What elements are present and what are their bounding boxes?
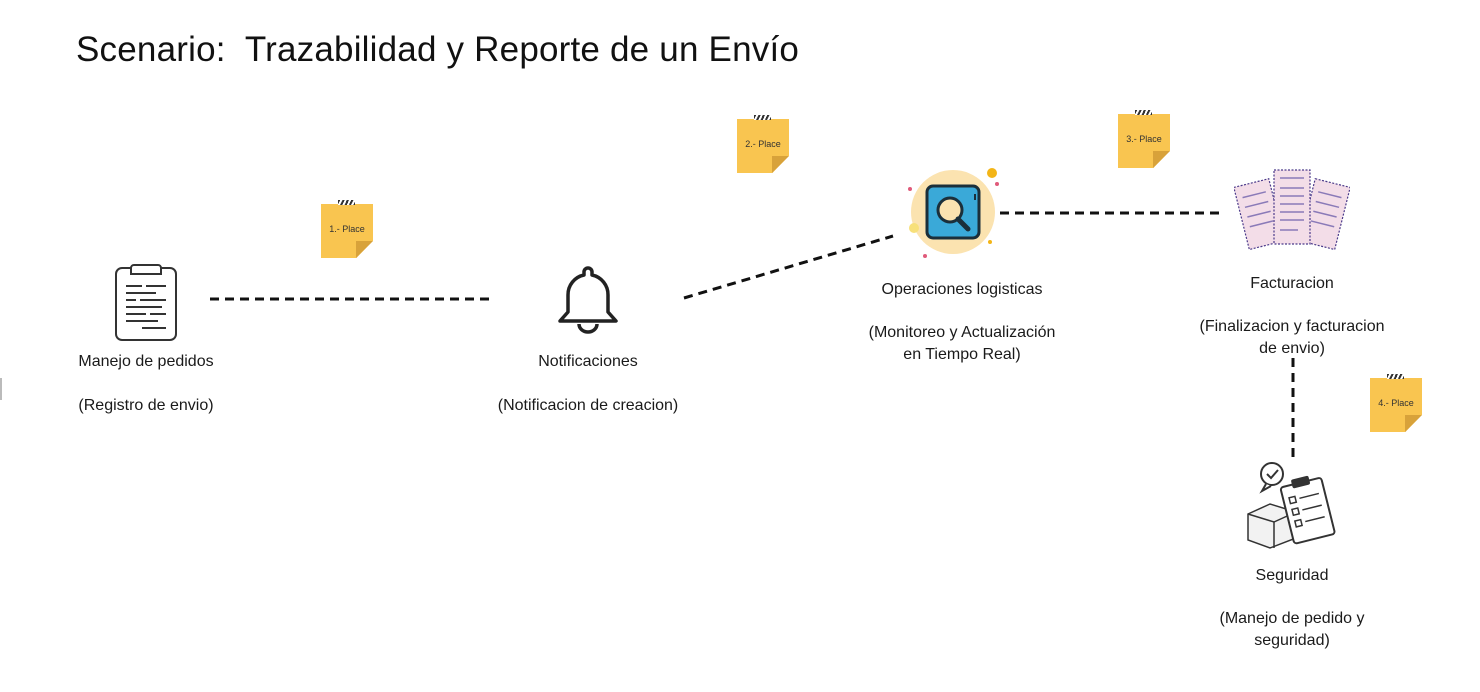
node-seguridad-title: Seguridad xyxy=(1255,567,1329,584)
node-manejo-title: Manejo de pedidos xyxy=(78,353,214,370)
sticky-note-3-text: 3.- Place xyxy=(1126,134,1162,144)
node-notificaciones-title: Notificaciones xyxy=(538,353,638,370)
node-operaciones-detail-1: (Monitoreo y Actualización xyxy=(868,324,1056,341)
sticky-note-1-text: 1.- Place xyxy=(329,224,365,234)
page-title: Scenario: Trazabilidad y Reporte de un E… xyxy=(76,30,800,69)
node-facturacion-detail-1: (Finalizacion y facturacion xyxy=(1199,318,1385,335)
node-seguridad-detail-1: (Manejo de pedido y xyxy=(1219,610,1365,627)
node-facturacion-title: Facturacion xyxy=(1250,275,1334,292)
sticky-note-4[interactable]: 4.- Place xyxy=(1370,374,1422,432)
node-manejo-detail: (Registro de envio) xyxy=(78,397,214,414)
sticky-note-2[interactable]: 2.- Place xyxy=(737,115,789,173)
node-notificaciones-detail: (Notificacion de creacion) xyxy=(497,397,679,414)
sticky-note-3[interactable]: 3.- Place xyxy=(1118,110,1170,168)
sticky-note-2-text: 2.- Place xyxy=(745,139,781,149)
node-seguridad-detail-2: seguridad) xyxy=(1254,632,1330,649)
checklist-box-icon[interactable] xyxy=(1244,460,1340,552)
bell-icon[interactable] xyxy=(554,264,622,336)
left-edge-marker xyxy=(0,378,2,400)
sticky-note-1[interactable]: 1.- Place xyxy=(321,200,373,258)
node-facturacion-detail-2: de envio) xyxy=(1259,340,1325,357)
invoices-icon[interactable] xyxy=(1234,168,1350,260)
connector-2 xyxy=(683,234,894,300)
sticky-note-4-text: 4.- Place xyxy=(1378,398,1414,408)
node-operaciones-title: Operaciones logisticas xyxy=(881,281,1043,298)
clipboard-doc-icon[interactable] xyxy=(112,262,180,342)
magnifier-screen-icon[interactable] xyxy=(900,164,1004,260)
node-operaciones-detail-2: en Tiempo Real) xyxy=(903,346,1021,363)
